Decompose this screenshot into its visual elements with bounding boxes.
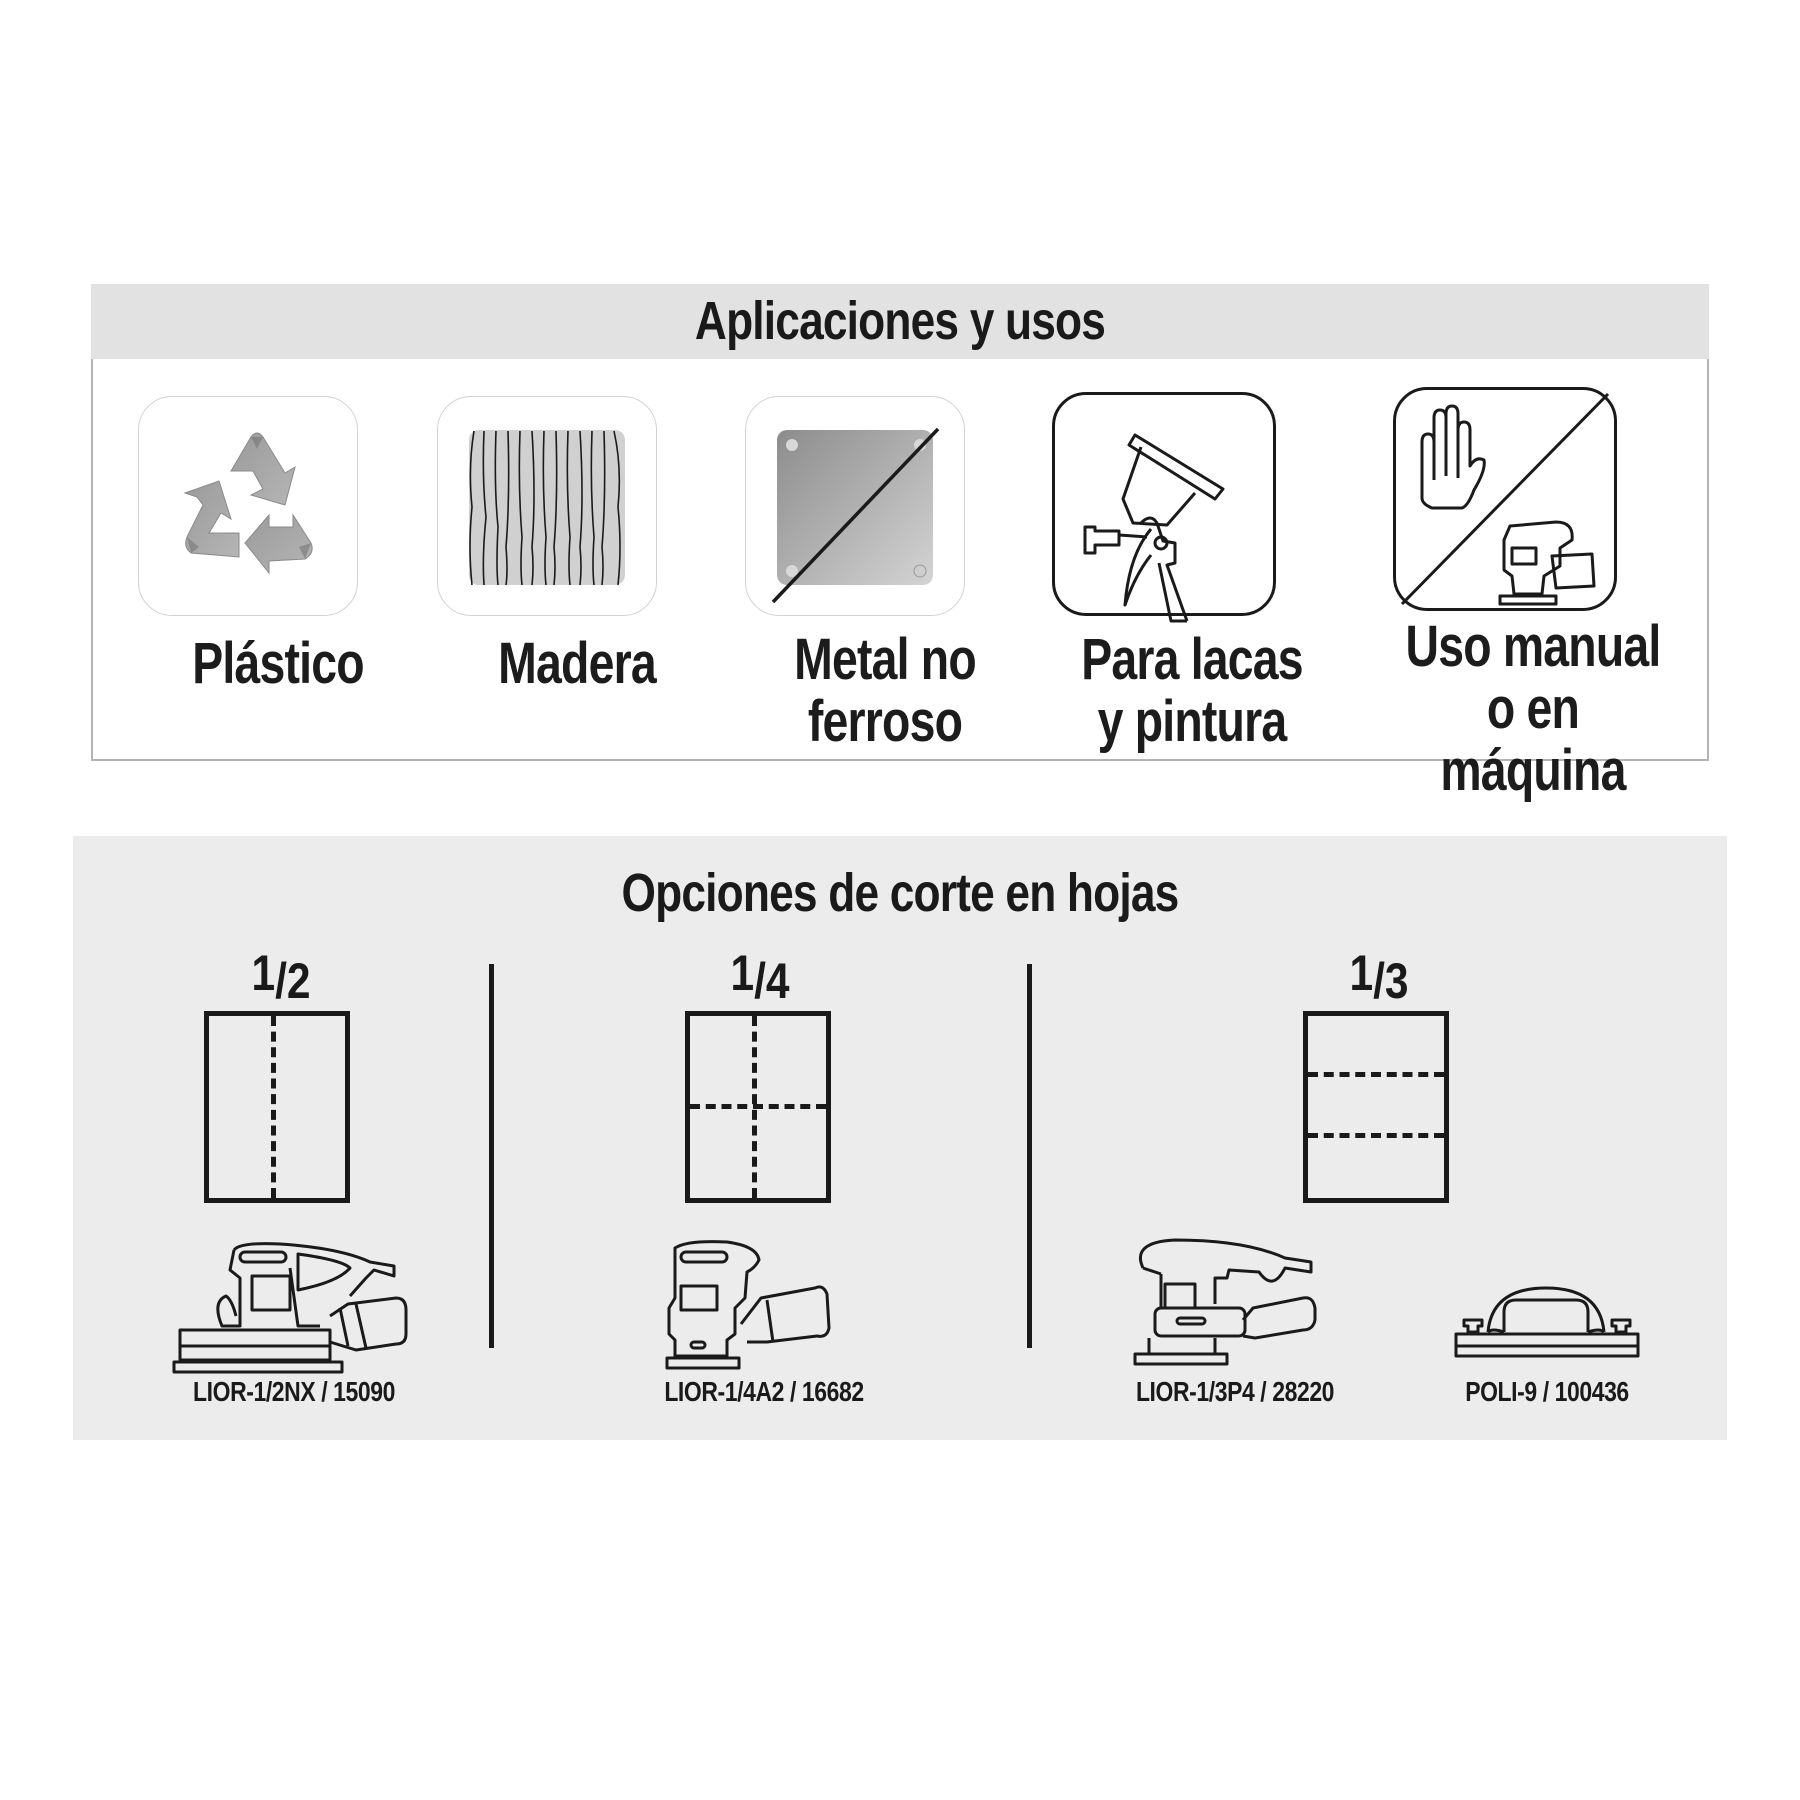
application-label: Para lacas y pintura <box>1081 627 1303 754</box>
divider <box>489 964 494 1348</box>
model-label: POLI-9 / 100436 <box>1465 1376 1629 1407</box>
cut-options-panel: Opciones de corte en hojas 1/2 LIOR-1/2N… <box>73 836 1727 1440</box>
third-sheet-sander-icon <box>1133 1238 1317 1366</box>
hand-sanding-block-icon <box>1454 1286 1640 1358</box>
applications-header-band: Aplicaciones y usos <box>91 284 1709 359</box>
fraction-third: 1/3 <box>1349 945 1409 1009</box>
application-label: Uso manual o en máquina <box>1405 614 1662 803</box>
applications-title: Aplicaciones y usos <box>694 291 1106 351</box>
application-label: Metal no ferroso <box>794 627 977 754</box>
sheet-thirds-diagram <box>1303 1011 1449 1203</box>
recycle-icon <box>138 396 358 616</box>
fraction-half: 1/2 <box>251 945 311 1009</box>
fraction-quarter: 1/4 <box>730 945 790 1009</box>
spray-gun-icon <box>1052 392 1276 623</box>
wood-grain-icon <box>437 396 657 616</box>
divider <box>1027 964 1032 1348</box>
half-sheet-sander-icon <box>172 1242 408 1374</box>
cut-options-title: Opciones de corte en hojas <box>621 863 1180 923</box>
non-ferrous-metal-icon <box>745 396 965 616</box>
application-label: Madera <box>498 631 656 696</box>
application-label: Plástico <box>192 631 364 696</box>
applications-panel: Aplicaciones y usos Plástico <box>91 284 1709 802</box>
quarter-sheet-sander-icon <box>665 1240 831 1370</box>
hand-and-sander-icon <box>1393 387 1617 611</box>
model-label: LIOR-1/2NX / 15090 <box>193 1376 395 1407</box>
sheet-quarter-diagram <box>685 1011 831 1203</box>
model-label: LIOR-1/4A2 / 16682 <box>664 1376 864 1407</box>
sheet-half-diagram <box>204 1011 350 1203</box>
model-label: LIOR-1/3P4 / 28220 <box>1135 1376 1335 1407</box>
